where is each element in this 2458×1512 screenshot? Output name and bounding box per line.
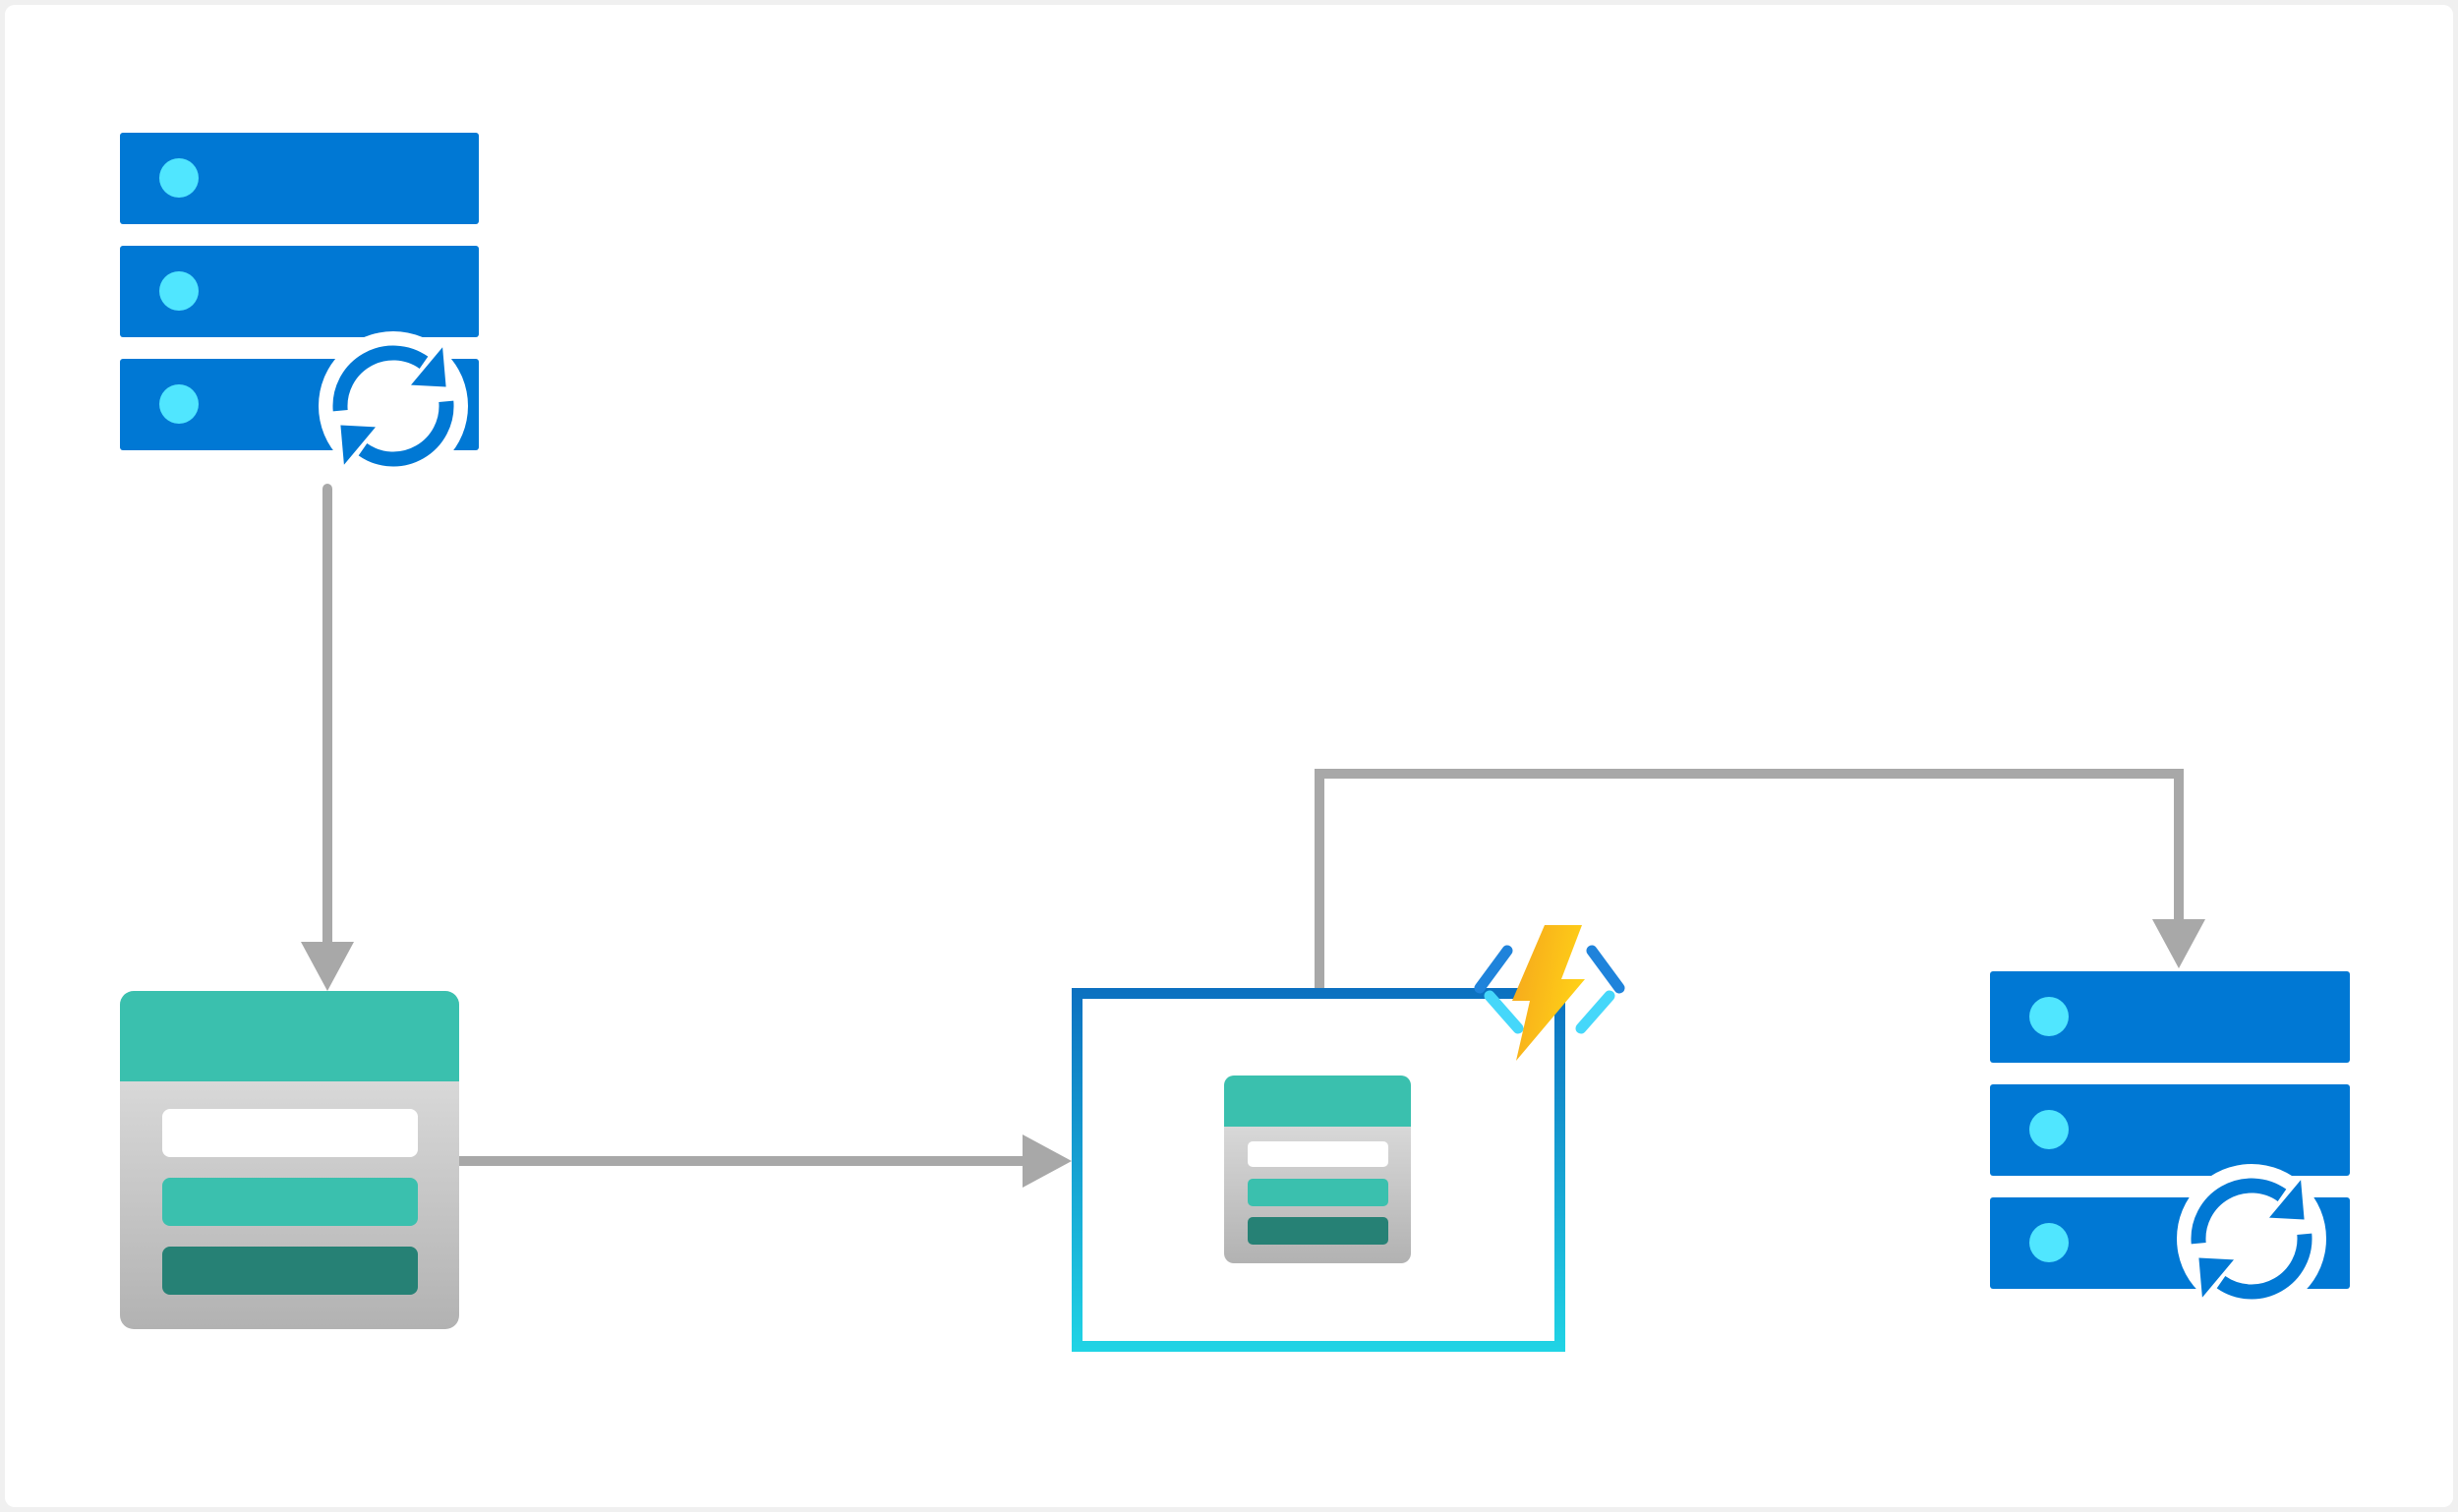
- table-row-teal: [162, 1178, 418, 1226]
- table-header: [1224, 1076, 1411, 1127]
- edge-line-horizontal: [453, 1156, 1025, 1166]
- table-header: [120, 991, 459, 1081]
- status-led-icon: [2029, 997, 2069, 1036]
- edge-line-vertical-up: [1315, 774, 1324, 993]
- status-led-icon: [159, 384, 199, 424]
- server-bar: [1990, 1084, 2350, 1176]
- arrowhead-down-icon: [301, 942, 354, 991]
- edge-line-vertical-down: [2174, 769, 2184, 920]
- sync-arrows-icon: [319, 331, 468, 481]
- edge-line-vertical: [322, 484, 332, 944]
- edge-line-horizontal-top: [1315, 769, 2184, 779]
- table-row-white: [162, 1109, 418, 1157]
- table-icon: [120, 991, 459, 1329]
- table-row-white: [1248, 1141, 1388, 1167]
- server-bar: [120, 246, 479, 337]
- lightning-bolt-icon: [1512, 925, 1585, 1061]
- table-row-dark-teal: [162, 1247, 418, 1295]
- status-led-icon: [2029, 1223, 2069, 1262]
- sync-arrows-icon: [2177, 1164, 2326, 1313]
- status-led-icon: [159, 158, 199, 198]
- status-led-icon: [2029, 1110, 2069, 1149]
- status-led-icon: [159, 271, 199, 311]
- table-row-teal: [1248, 1179, 1388, 1206]
- azure-functions-icon: [1474, 925, 1625, 1061]
- arrowhead-right-icon: [1023, 1134, 1072, 1188]
- server-bar: [120, 133, 479, 224]
- code-chevron-right-icon: [1575, 945, 1625, 1034]
- arrowhead-down-icon: [2152, 919, 2205, 968]
- code-chevron-left-icon: [1474, 945, 1524, 1034]
- table-icon-small: [1224, 1076, 1411, 1263]
- table-row-dark-teal: [1248, 1217, 1388, 1245]
- server-bar: [1990, 971, 2350, 1063]
